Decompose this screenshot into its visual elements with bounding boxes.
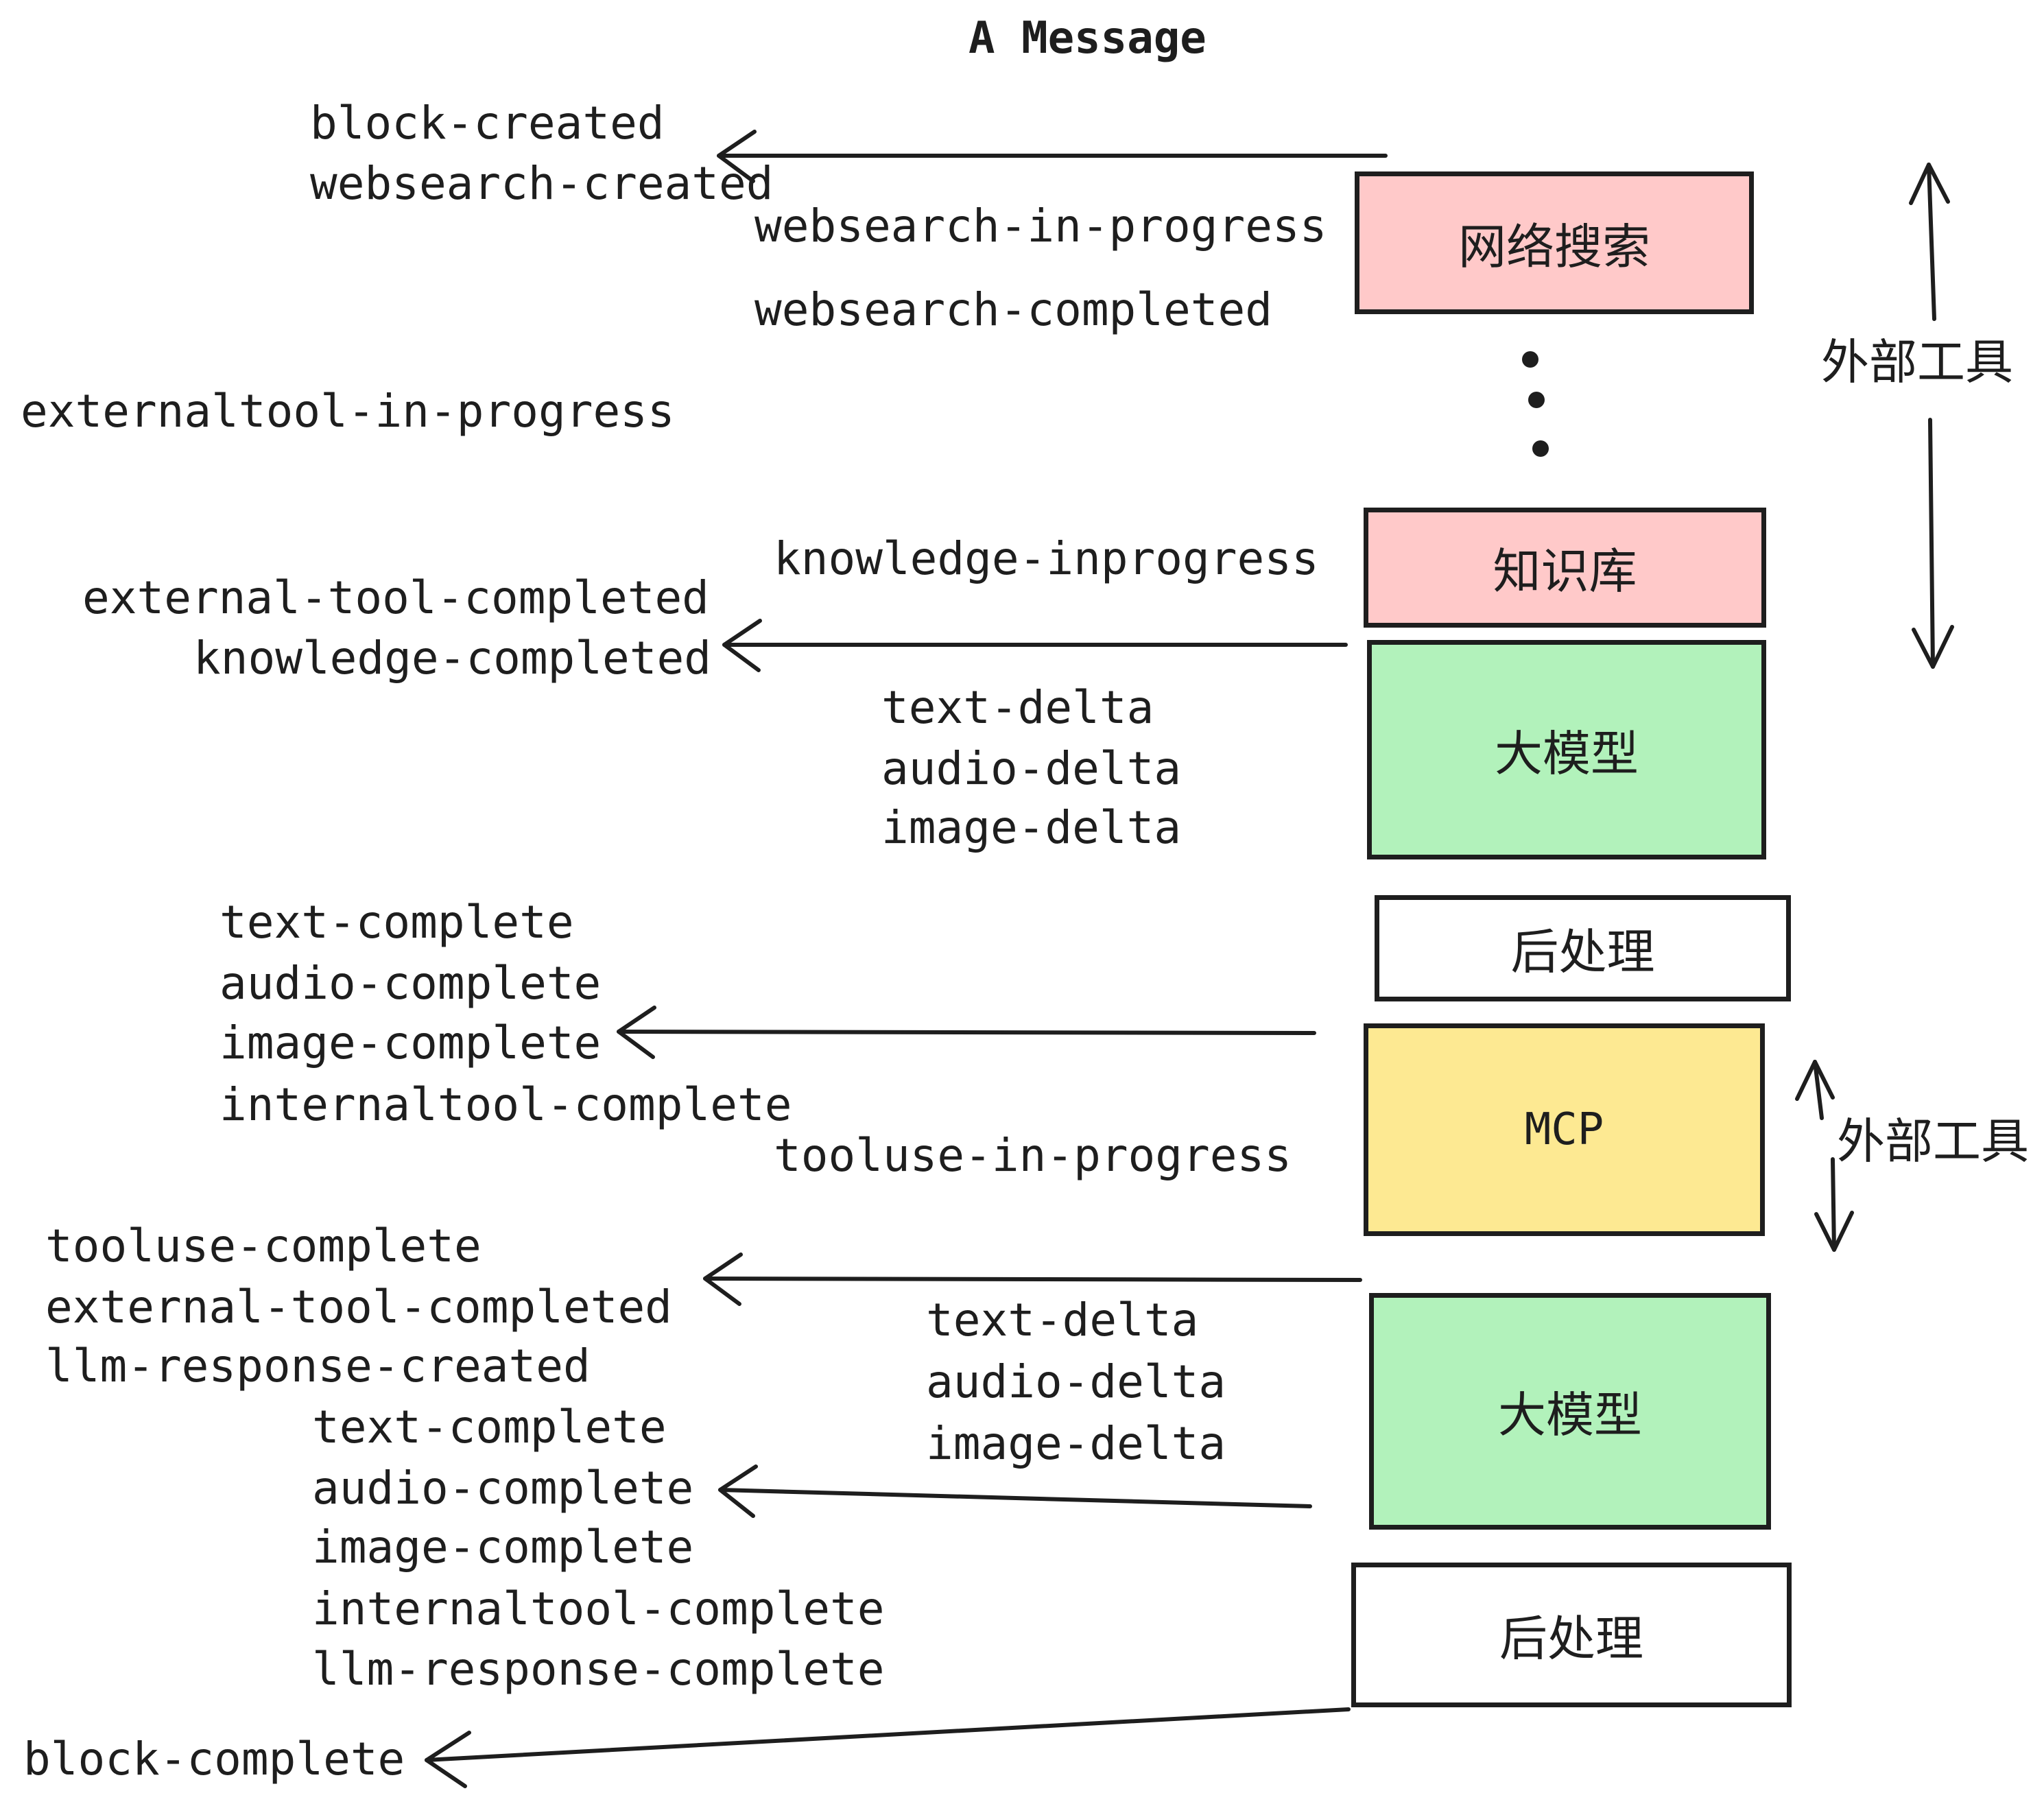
- box-mcp: MCP: [1364, 1023, 1765, 1236]
- external-tools-down-arrow: [1912, 418, 1954, 669]
- event-knowledge-inprogress: knowledge-inprogress: [774, 532, 1319, 585]
- ellipsis-dot: [1532, 440, 1549, 457]
- event-internaltool-complete-2: internaltool-complete: [312, 1582, 885, 1635]
- event-text-complete-1: text-complete: [219, 896, 574, 949]
- ellipsis-dots: [1522, 351, 1549, 457]
- box-post-processing-bottom: 后处理: [1351, 1563, 1792, 1707]
- event-tooluse-complete: tooluse-complete: [45, 1220, 482, 1272]
- label-external-tools-mid: 外部工具: [1837, 1113, 2029, 1170]
- box-post-processing-top-label: 后处理: [1510, 924, 1655, 980]
- event-text-complete-2: text-complete: [312, 1401, 667, 1453]
- event-internaltool-complete-1: internaltool-complete: [219, 1078, 792, 1131]
- box-llm-bottom-label: 大模型: [1498, 1387, 1642, 1443]
- external-tools-up-arrow-2: [1795, 1060, 1835, 1120]
- box-post-processing-bottom-label: 后处理: [1499, 1611, 1643, 1667]
- event-text-delta-2: text-delta: [926, 1294, 1199, 1346]
- event-audio-delta-2: audio-delta: [926, 1355, 1226, 1408]
- external-tools-down-arrow-2: [1814, 1157, 1854, 1252]
- event-image-delta-1: image-delta: [881, 801, 1182, 854]
- event-block-created: block-created: [310, 97, 665, 150]
- event-websearch-completed: websearch-completed: [754, 283, 1272, 336]
- event-knowledge-completed: knowledge-completed: [193, 632, 711, 685]
- event-audio-delta-1: audio-delta: [881, 742, 1182, 795]
- event-websearch-in-progress: websearch-in-progress: [754, 200, 1327, 252]
- label-external-tools-top: 外部工具: [1821, 334, 2013, 390]
- ellipsis-dot: [1522, 351, 1538, 368]
- arrow-post2-to-block-complete: [425, 1707, 1351, 1788]
- event-externaltool-in-progress: externaltool-in-progress: [21, 385, 675, 438]
- event-websearch-created: websearch-created: [310, 157, 774, 210]
- arrow-post-to-complete-list: [617, 1006, 1316, 1059]
- event-audio-complete-1: audio-complete: [219, 957, 602, 1010]
- event-image-complete-2: image-complete: [312, 1521, 694, 1574]
- event-tooluse-in-progress: tooluse-in-progress: [774, 1129, 1292, 1182]
- event-external-tool-completed: external-tool-completed: [82, 571, 709, 624]
- arrow-mcp-to-tooluse-complete: [703, 1253, 1362, 1306]
- event-audio-complete-2: audio-complete: [312, 1462, 694, 1515]
- external-tools-up-arrow: [1909, 163, 1950, 321]
- box-mcp-label: MCP: [1524, 1104, 1604, 1155]
- event-image-complete-1: image-complete: [219, 1017, 602, 1069]
- event-llm-response-created: llm-response-created: [45, 1340, 591, 1392]
- arrow-websearch-to-block-created: [717, 130, 1388, 183]
- box-knowledge-label: 知识库: [1493, 543, 1637, 600]
- box-llm-top-label: 大模型: [1495, 725, 1639, 782]
- box-knowledge: 知识库: [1364, 508, 1766, 628]
- box-websearch-label: 网络搜索: [1458, 218, 1650, 275]
- box-post-processing-top: 后处理: [1375, 895, 1791, 1001]
- ellipsis-dot: [1528, 392, 1545, 408]
- arrow-knowledge-to-completed: [722, 619, 1348, 672]
- box-llm-top: 大模型: [1367, 640, 1766, 859]
- event-external-tool-completed-2: external-tool-completed: [45, 1281, 672, 1333]
- arrow-llm2-to-complete-list: [718, 1464, 1312, 1518]
- diagram-title: A Message: [968, 13, 1207, 64]
- event-text-delta-1: text-delta: [881, 681, 1154, 734]
- box-llm-bottom: 大模型: [1369, 1293, 1771, 1530]
- event-image-delta-2: image-delta: [926, 1417, 1226, 1470]
- event-block-complete: block-complete: [23, 1733, 405, 1785]
- event-llm-response-complete: llm-response-complete: [312, 1643, 885, 1696]
- box-websearch: 网络搜索: [1355, 171, 1754, 314]
